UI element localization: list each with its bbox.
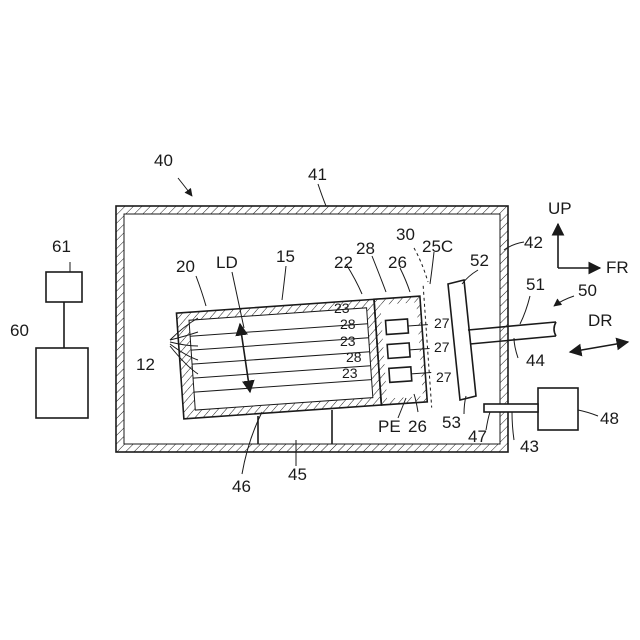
injector-unit-20 — [176, 286, 434, 425]
label-28-low: 28 — [346, 349, 362, 365]
label-up: UP — [548, 199, 572, 218]
ld-arrow — [240, 324, 250, 392]
label-23-low: 23 — [342, 365, 358, 381]
label-40: 40 — [154, 151, 173, 170]
label-51: 51 — [526, 275, 545, 294]
label-52: 52 — [470, 251, 489, 270]
label-28-mid: 28 — [340, 316, 356, 332]
label-46: 46 — [232, 477, 251, 496]
label-60: 60 — [10, 321, 29, 340]
label-45: 45 — [288, 465, 307, 484]
label-23-top: 23 — [334, 300, 350, 316]
label-48: 48 — [600, 409, 619, 428]
motor-48 — [484, 388, 578, 430]
label-26-top: 26 — [388, 253, 407, 272]
label-27-low: 27 — [436, 369, 452, 385]
label-50: 50 — [578, 281, 597, 300]
label-47: 47 — [468, 427, 487, 446]
label-30: 30 — [396, 225, 415, 244]
label-ld: LD — [216, 253, 238, 272]
label-28-top: 28 — [356, 239, 375, 258]
label-26-bottom: 26 — [408, 417, 427, 436]
support-45 — [258, 410, 332, 444]
label-41: 41 — [308, 165, 327, 184]
label-pe: PE — [378, 417, 401, 436]
label-42: 42 — [524, 233, 543, 252]
plate-52 — [448, 280, 476, 400]
label-20: 20 — [176, 257, 195, 276]
label-15: 15 — [276, 247, 295, 266]
label-dr: DR — [588, 311, 613, 330]
label-25c: 25C — [422, 237, 453, 256]
label-22: 22 — [334, 253, 353, 272]
controller-60 — [36, 272, 88, 418]
label-27-top: 27 — [434, 315, 450, 331]
shaft-51 — [468, 322, 556, 344]
label-53: 53 — [442, 413, 461, 432]
label-43: 43 — [520, 437, 539, 456]
label-12: 12 — [136, 355, 155, 374]
label-23-mid: 23 — [340, 333, 356, 349]
label-61: 61 — [52, 237, 71, 256]
label-27-mid: 27 — [434, 339, 450, 355]
label-fr: FR — [606, 258, 629, 277]
label-44: 44 — [526, 351, 545, 370]
